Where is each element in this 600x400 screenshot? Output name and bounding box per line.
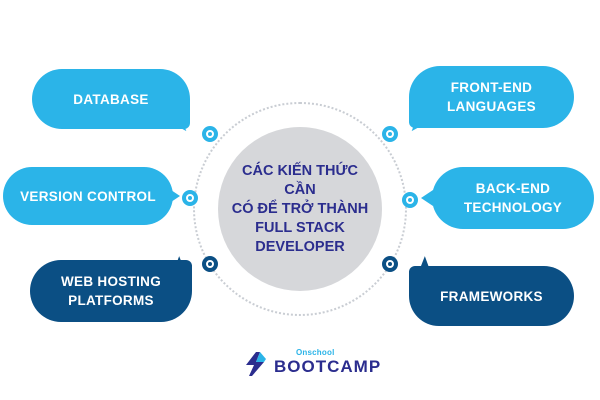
back-end-connector-dot [402,192,418,208]
bolt-logo-icon [246,352,266,376]
frameworks-bubble: FRAMEWORKS [409,266,574,326]
back-end-bubble-tail [421,190,433,206]
back-end-bubble: BACK-END TECHNOLOGY [432,167,594,229]
logo-small-text: Onschool [296,348,335,357]
frameworks-connector-dot [382,256,398,272]
dotted-orbit-ring [193,102,407,316]
onschool-bootcamp-logo: Onschool BOOTCAMP [242,348,382,379]
front-end-bubble: FRONT-END LANGUAGES [409,66,574,128]
logo-big-text: BOOTCAMP [274,357,382,376]
center-circle: CÁC KIẾN THỨC CẦN CÓ ĐỂ TRỞ THÀNH FULL S… [218,127,382,291]
database-connector-dot [202,126,218,142]
web-hosting-connector-dot [202,256,218,272]
web-hosting-bubble: WEB HOSTING PLATFORMS [30,260,192,322]
front-end-connector-dot [382,126,398,142]
logo-text: Onschool BOOTCAMP [274,348,382,377]
version-control-connector-dot [182,190,198,206]
database-bubble: DATABASE [32,69,190,129]
center-title: CÁC KIẾN THỨC CẦN CÓ ĐỂ TRỞ THÀNH FULL S… [231,162,369,255]
version-control-bubble: VERSION CONTROL [3,167,173,225]
